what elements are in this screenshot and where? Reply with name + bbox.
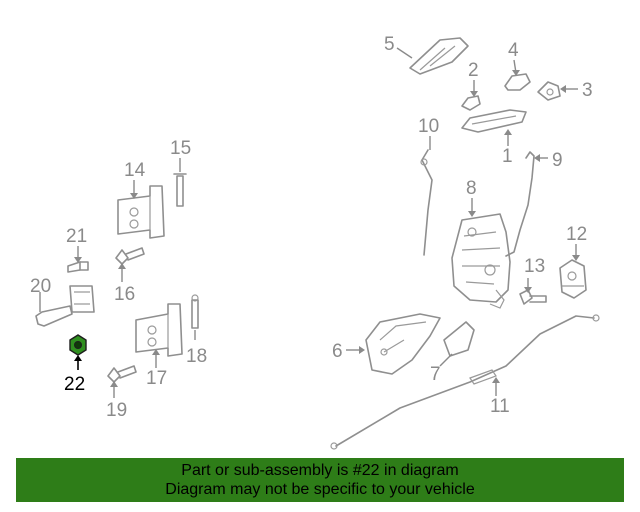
part-20-door-check [35,285,95,327]
part-17-lower-hinge [135,303,183,357]
part-7-handle-bezel [443,321,475,357]
part-21-bolt [67,261,89,273]
leader-7 [439,353,453,367]
callout-20: 20 [30,276,51,297]
leader-5 [396,47,413,59]
callout-21: 21 [66,226,87,247]
callout-13: 13 [524,256,545,277]
callout-9: 9 [552,150,563,171]
callout-15: 15 [170,138,191,159]
part-9-control-rod [505,151,535,257]
part-10-lock-rod [420,149,433,256]
callout-11: 11 [490,396,510,417]
callout-19: 19 [106,400,127,421]
callout-16: 16 [114,284,135,305]
callout-5: 5 [384,34,395,55]
callout-1: 1 [502,146,513,167]
part-2-cap [461,95,481,111]
callout-3: 3 [582,80,593,101]
part-5-handle-shield [409,37,469,75]
callout-7: 7 [430,364,441,385]
info-banner: Part or sub-assembly is #22 in diagram D… [16,458,624,502]
part-16-bolt [115,247,145,265]
part-18-hinge-pin [191,294,199,329]
part-22-hex-nut [69,334,87,356]
part-19-bolt [107,365,137,383]
callout-2: 2 [468,60,479,81]
part-4-handle-cap [504,73,531,91]
part-14-upper-hinge [117,185,165,239]
part-11-release-cable [330,314,600,450]
callout-8: 8 [466,178,477,199]
callout-18: 18 [186,346,207,367]
callout-4: 4 [508,40,519,61]
part-6-inside-handle [365,313,441,375]
callout-22: 22 [64,374,85,395]
part-13-bolt [519,289,547,305]
part-3-bracket [537,81,561,101]
part-1-outside-handle [461,109,527,133]
part-12-striker [559,259,587,299]
exploded-parts-diagram: 5 4 2 3 1 10 9 [30,34,600,450]
part-15-hinge-pin [173,173,187,207]
callout-6: 6 [332,341,343,362]
part-8-door-latch [451,213,511,309]
callout-10: 10 [418,116,439,137]
banner-line-2: Diagram may not be specific to your vehi… [165,481,475,498]
callout-14: 14 [124,160,146,181]
callout-12: 12 [566,224,587,245]
banner-line-1: Part or sub-assembly is #22 in diagram [181,462,459,479]
callout-17: 17 [146,368,167,389]
